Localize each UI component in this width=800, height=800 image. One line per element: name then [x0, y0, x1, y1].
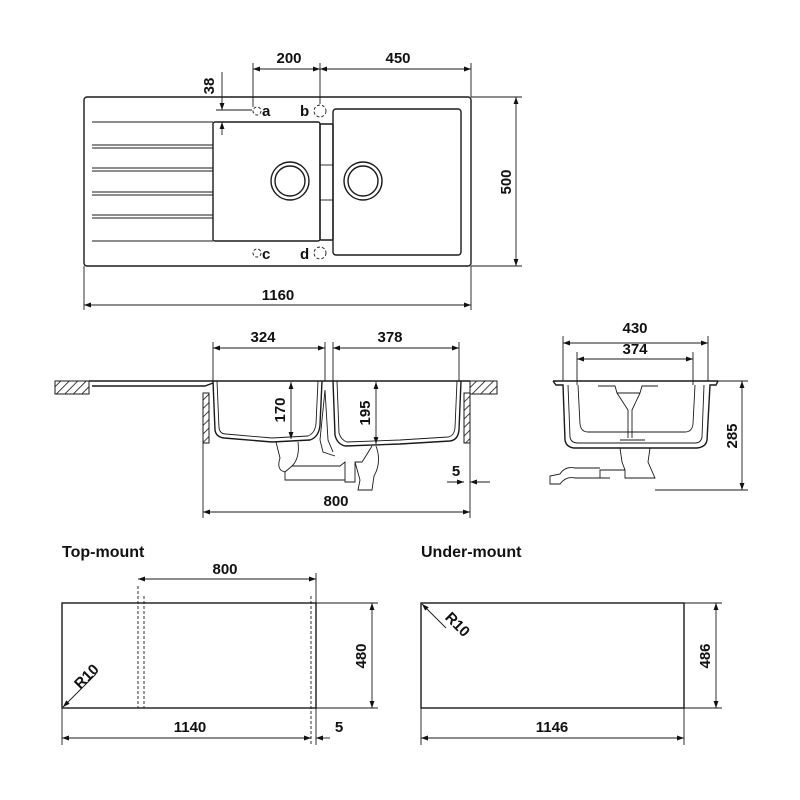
dim-1160: 1160	[262, 287, 295, 304]
left-bowl	[212, 121, 321, 242]
tap-hole-c-icon	[252, 248, 262, 258]
dim-200: 200	[276, 50, 301, 67]
tap-hole-a-icon	[252, 106, 262, 116]
right-bowl-profile	[332, 380, 462, 447]
top-mount-title: Top-mount	[62, 544, 145, 561]
hole-label-d: d	[300, 246, 309, 263]
dim-374: 374	[622, 341, 648, 358]
dim-38: 38	[201, 78, 218, 95]
drain-right-icon	[343, 161, 383, 201]
under-mount-cutout: Under-mount 486 1146 R10	[420, 544, 722, 745]
dim-800-cutout: 800	[212, 561, 237, 578]
under-mount-title: Under-mount	[421, 544, 522, 561]
side-waste-pipe	[549, 447, 656, 485]
cabinet-wall-left	[202, 392, 210, 444]
dim-500: 500	[498, 169, 515, 194]
dim-480: 480	[353, 643, 370, 668]
radius-r10-under: R10	[441, 609, 472, 640]
countertop-left	[54, 380, 90, 395]
dim-800: 800	[323, 493, 348, 510]
under-mount-outline	[420, 602, 685, 709]
dim-486: 486	[697, 643, 714, 668]
side-bowl-outer	[552, 380, 719, 449]
dim-1140: 1140	[174, 719, 207, 736]
cabinet-wall-right	[463, 392, 471, 444]
top-mount-cutout: Top-mount 800 480 1140 5 R10	[61, 544, 378, 745]
dim-5-front: 5	[452, 463, 460, 480]
top-mount-outline	[61, 602, 317, 709]
radius-r10-top: R10	[71, 661, 102, 692]
waste-pipe	[275, 389, 379, 491]
countertop-right	[469, 380, 498, 395]
dim-1146: 1146	[536, 719, 569, 736]
dim-378: 378	[377, 329, 402, 346]
side-section-view: 430 374 285	[549, 320, 748, 491]
dim-5-cutout: 5	[335, 719, 343, 736]
hole-label-b: b	[300, 103, 309, 120]
drainboard-profile	[89, 380, 470, 387]
top-view: a b c d 200 450 38 500 1160	[83, 50, 522, 310]
drainboard-ribs	[92, 121, 213, 242]
dim-195: 195	[357, 400, 374, 425]
tap-hole-b-icon	[313, 104, 327, 118]
dim-285: 285	[724, 423, 741, 448]
overflow-strip	[319, 123, 334, 241]
dim-170: 170	[272, 397, 289, 422]
dim-324: 324	[250, 329, 276, 346]
right-bowl	[332, 108, 462, 256]
drain-left-icon	[270, 161, 310, 201]
hole-label-c: c	[262, 246, 270, 263]
front-section-view: 324 378 170 195 5 800	[54, 329, 498, 518]
dim-430: 430	[622, 320, 647, 337]
left-bowl-profile	[212, 380, 323, 443]
dim-450: 450	[385, 50, 410, 67]
hole-label-a: a	[262, 103, 271, 120]
tap-hole-d-icon	[313, 246, 327, 260]
sink-outline	[83, 96, 472, 267]
